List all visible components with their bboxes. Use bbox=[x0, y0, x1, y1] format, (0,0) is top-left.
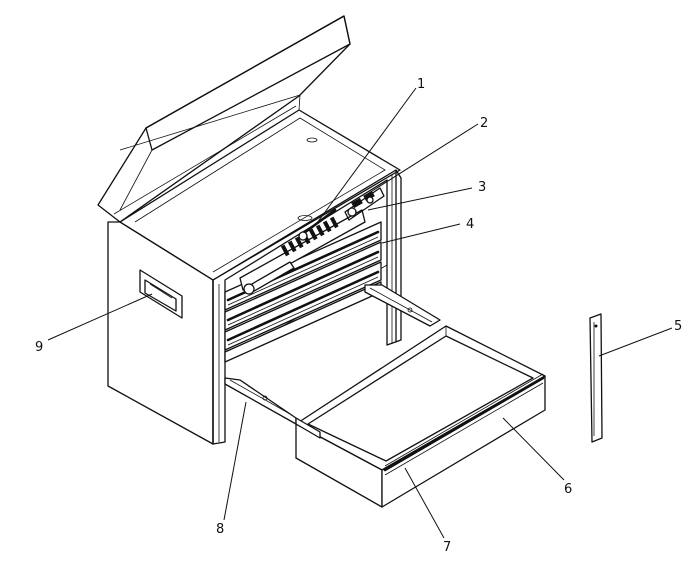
leader-6 bbox=[502, 417, 565, 481]
drawer-slide-front bbox=[295, 417, 321, 439]
drawer-stack bbox=[224, 221, 382, 363]
socket-rail-tray bbox=[239, 187, 385, 295]
pliers bbox=[344, 187, 385, 221]
callout-7: 7 bbox=[443, 540, 451, 555]
callout-5: 5 bbox=[674, 319, 682, 334]
drawer-slide-right bbox=[364, 284, 441, 327]
leader-4 bbox=[381, 223, 461, 244]
leader-3 bbox=[367, 187, 473, 211]
callout-4: 4 bbox=[466, 217, 474, 232]
ratchet-handle bbox=[243, 261, 295, 295]
callout-1: 1 bbox=[417, 77, 425, 92]
leader-9 bbox=[47, 293, 153, 341]
chest-lid bbox=[97, 15, 351, 223]
chest-body bbox=[107, 109, 402, 445]
drawer-slide-left bbox=[224, 377, 297, 425]
side-handle bbox=[139, 269, 183, 319]
callout-labels: 1 2 3 4 5 6 7 8 9 bbox=[35, 77, 682, 555]
callout-8: 8 bbox=[216, 522, 224, 537]
callout-2: 2 bbox=[480, 116, 488, 131]
leader-lines bbox=[47, 87, 673, 539]
leader-1 bbox=[316, 87, 417, 224]
callout-6: 6 bbox=[564, 482, 572, 497]
leader-7 bbox=[404, 467, 445, 539]
leader-5 bbox=[598, 327, 673, 357]
drawer-liner-panel bbox=[589, 313, 603, 443]
socket-row bbox=[280, 216, 339, 257]
leader-2 bbox=[368, 123, 479, 194]
bottom-drawer bbox=[295, 325, 546, 508]
callout-3: 3 bbox=[478, 180, 486, 195]
callout-9: 9 bbox=[35, 340, 43, 355]
leader-8 bbox=[223, 401, 247, 521]
